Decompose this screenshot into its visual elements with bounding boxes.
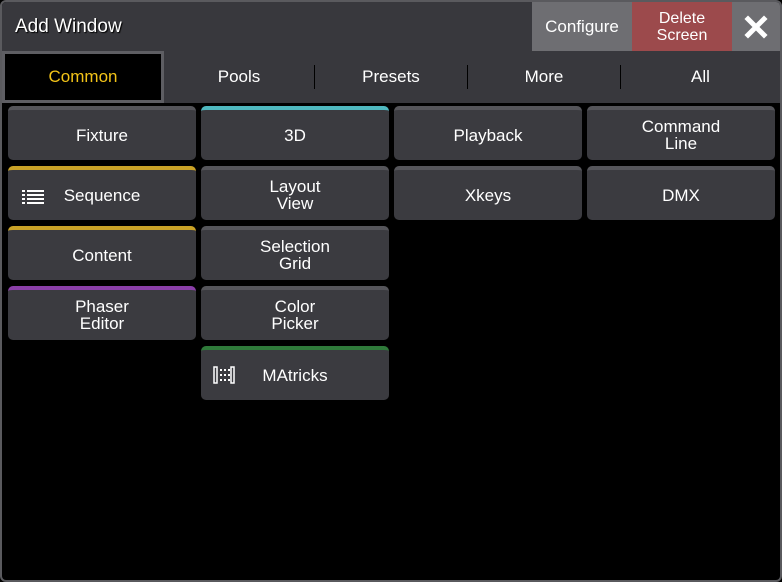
window-button-dmx[interactable]: DMX [587,166,775,220]
window-button-3d[interactable]: 3D [201,106,389,160]
window-button-sequence[interactable]: Sequence [8,166,196,220]
window-button-label: MAtricks [262,365,328,385]
window-button-content[interactable]: Content [8,226,196,280]
window-button-label: 3D [284,125,306,145]
tab-separator [314,65,315,89]
delete-screen-button[interactable]: Delete Screen [632,2,732,51]
window-button-label: DMX [662,185,700,205]
window-button-label: Sequence [63,185,141,205]
window-button-label: Layout View [269,177,321,213]
window-button-layout-view[interactable]: Layout View [201,166,389,220]
window-button-phaser-editor[interactable]: Phaser Editor [8,286,196,340]
window-button-label: Content [72,245,132,265]
window-button-label: Xkeys [464,185,512,205]
tab-separator [620,65,621,89]
window-button-color-picker[interactable]: Color Picker [201,286,389,340]
tab-common[interactable]: Common [2,51,164,103]
window-button-xkeys[interactable]: Xkeys [394,166,582,220]
window-button-label: Command Line [641,117,721,153]
window-button-label: Fixture [76,125,128,145]
window-button-fixture[interactable]: Fixture [8,106,196,160]
window-button-label: Phaser Editor [75,297,129,333]
close-button[interactable] [732,2,780,51]
close-x-icon [744,14,768,39]
window-button-selection-grid[interactable]: Selection Grid [201,226,389,280]
configure-button[interactable]: Configure [532,2,632,51]
window-button-command-line[interactable]: Command Line [587,106,775,160]
window-button-playback[interactable]: Playback [394,106,582,160]
tab-separator [467,65,468,89]
list-icon [22,190,44,204]
window-button-label: Selection Grid [260,237,330,273]
window-button-label: Playback [453,125,523,145]
window-button-label: Color Picker [271,297,319,333]
tab-pools[interactable]: Pools [217,67,261,86]
matricks-grid-icon [213,366,235,384]
tab-bar: Common Pools Presets More All [2,51,780,103]
tab-more[interactable]: More [524,67,564,86]
window-button-matricks[interactable]: MAtricks [201,346,389,400]
title-bar: Add Window Configure Delete Screen [2,2,780,51]
dialog-title: Add Window [15,16,122,37]
tab-all[interactable]: All [691,67,710,86]
tab-presets[interactable]: Presets [362,67,420,86]
